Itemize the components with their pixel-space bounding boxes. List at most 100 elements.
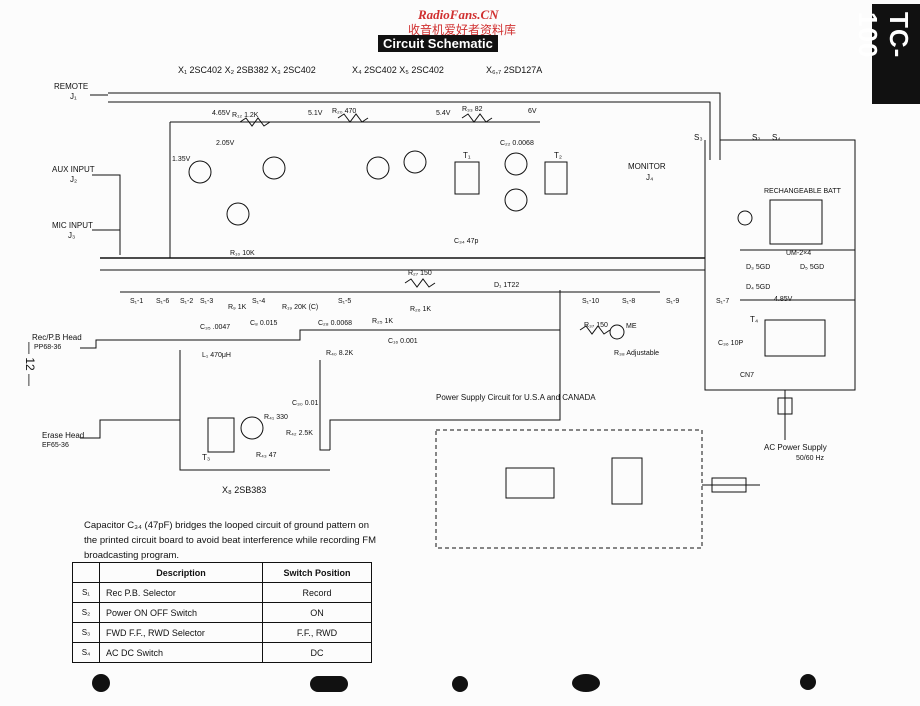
label-c8: C₈ 0.015 (250, 320, 278, 327)
label-r27: R₂₇ 150 (408, 270, 432, 277)
rec-head-model: PP68-36 (34, 344, 62, 351)
label-d1: D₁ 1T22 (494, 282, 520, 289)
label-v135: 1.35V (172, 156, 191, 163)
jack-aux-id: J₂ (70, 175, 78, 184)
label-s1-1: S₁-1 (130, 298, 144, 305)
label-v6: 6V (528, 108, 537, 115)
label-s1-8: S₁-8 (622, 298, 636, 305)
label-r20: R₂₀ 470 (332, 108, 357, 115)
table-cell: S₂ (72, 602, 100, 623)
erase-head-model: EF65-36 (42, 442, 69, 449)
label-r41: R₄₁ 330 (264, 414, 288, 421)
label-d5: D₅ 5GD (800, 264, 825, 271)
table-cell: S₁ (72, 582, 100, 603)
table-row: S₃ FWD F.F., RWD Selector F.F., RWD (72, 622, 372, 643)
label-s4: S₄ (772, 133, 781, 142)
jack-remote-label: REMOTE (54, 82, 89, 91)
label-r38: R₃₈ Adjustable (614, 350, 660, 357)
label-r33: R₃₃ 82 (462, 106, 483, 113)
transistor-x8: X₈ 2SB383 (222, 485, 267, 495)
label-me: ME (626, 323, 637, 330)
rec-head-label: Rec/P.B Head (32, 333, 82, 342)
table-header: Switch Position (262, 562, 372, 583)
transistor-list-2: X₄ 2SC402 X₅ 2SC402 (352, 65, 444, 75)
ps-title: Power Supply Circuit for U.S.A and CANAD… (436, 393, 596, 402)
table-header (72, 562, 100, 583)
table-row: S₂ Power ON OFF Switch ON (72, 602, 372, 623)
table-cell: DC (262, 642, 372, 663)
erase-head-label: Erase Head (42, 431, 85, 440)
binder-hole (572, 674, 600, 692)
label-r12: R₁₂ 1.2K (232, 112, 259, 119)
table-cell: F.F., RWD (262, 622, 372, 643)
label-s3: S₃ (694, 133, 703, 142)
ac-supply-label: AC Power Supply (764, 443, 827, 452)
label-c28: C₂₈ 0.0068 (318, 320, 353, 327)
label-r10: R₁₀ 10K (230, 250, 255, 257)
label-c16: C₁₆ 0.001 (388, 338, 418, 345)
label-r43: R₄₃ 47 (256, 452, 277, 459)
label-r25: R₂₅ 1K (372, 318, 394, 325)
label-t3: T₃ (202, 453, 211, 462)
table-row: S₁ Rec P.B. Selector Record (72, 582, 372, 603)
label-s1-6: S₁-6 (156, 298, 170, 305)
label-v485: 4.85V (774, 296, 793, 303)
ac-freq-label: 50/60 Hz (796, 455, 825, 462)
label-t4: T₄ (750, 315, 759, 324)
monitor-label: MONITOR (628, 162, 666, 171)
label-c35: C₃₅ .0047 (200, 324, 231, 331)
transistor-list-3: X₆,₇ 2SD127A (486, 65, 543, 75)
label-um: UM-2×4 (786, 250, 812, 257)
jack-mic-id: J₃ (68, 231, 76, 240)
label-t1: T₁ (463, 151, 471, 160)
binder-hole (452, 676, 468, 692)
label-cn7: CN7 (740, 372, 755, 379)
label-d3: D₃ 5GD (746, 264, 771, 271)
model-badge: TC-100 (853, 4, 920, 104)
table-row: S₄ AC DC Switch DC (72, 642, 372, 663)
label-r42: R₄₂ 2.5K (286, 430, 313, 437)
note-paragraph: Capacitor C₃₄ (47pF) bridges the looped … (84, 520, 377, 561)
label-v54: 5.4V (436, 110, 451, 117)
table-cell: FWD F.F., RWD Selector (99, 622, 263, 643)
jack-mic-label: MIC INPUT (52, 221, 93, 230)
label-s1-7: S₁-7 (716, 298, 730, 305)
table-header-row: Description Switch Position (72, 562, 372, 583)
watermark: RadioFans.CN (418, 7, 499, 22)
label-rech-batt: RECHANGEABLE BATT (764, 188, 841, 195)
label-s1-5: S₁-5 (338, 298, 352, 305)
watermark-cn: 收音机爱好者资料库 (408, 23, 517, 37)
label-v205: 2.05V (216, 140, 235, 147)
label-c30: C₃₀ 0.01 (292, 400, 319, 407)
monitor-jack-id: J₄ (646, 173, 654, 182)
label-c22: C₂₂ 0.0068 (500, 140, 534, 147)
label-r9: R₉ 1K (228, 304, 247, 311)
label-l1: L₁ 470μH (202, 352, 231, 359)
jack-remote-id: J₁ (70, 92, 77, 101)
label-s1-10: S₁-10 (582, 298, 600, 305)
label-s1-2: S₁-2 (180, 298, 194, 305)
table-cell: Rec P.B. Selector (99, 582, 263, 603)
schematic-title: Circuit Schematic (378, 35, 498, 52)
label-v465: 4.65V (212, 110, 231, 117)
label-r37: R₃₇ 150 (584, 322, 608, 329)
table-cell: Power ON OFF Switch (99, 602, 263, 623)
label-v51: 5.1V (308, 110, 323, 117)
jack-aux-label: AUX INPUT (52, 165, 95, 174)
label-t2: T₂ (554, 151, 562, 160)
label-s1-3: S₁-3 (200, 298, 214, 305)
binder-hole (310, 676, 348, 692)
label-s2: S₂ (752, 133, 761, 142)
label-c34: C₃₄ 47p (454, 238, 479, 245)
label-r19: R₁₉ 20K (C) (282, 304, 319, 311)
binder-hole (92, 674, 110, 692)
table-cell: Record (262, 582, 372, 603)
label-s1-9: S₁-9 (666, 298, 680, 305)
label-r40: R₄₀ 8.2K (326, 350, 354, 357)
table-cell: ON (262, 602, 372, 623)
switch-table: Description Switch Position S₁ Rec P.B. … (72, 562, 372, 663)
label-d4: D₄ 5GD (746, 284, 771, 291)
label-c36: C₃₆ 10P (718, 340, 744, 347)
